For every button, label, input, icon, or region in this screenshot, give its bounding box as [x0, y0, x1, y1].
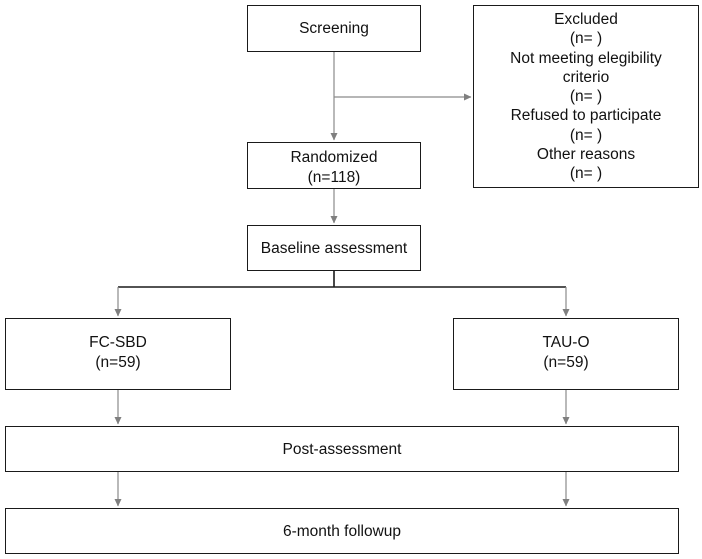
node-tau-o-label: TAU-O [542, 334, 590, 351]
excluded-reason-other: Other reasons [536, 146, 636, 164]
node-fc-sbd-count: (n=59) [95, 353, 141, 371]
node-excluded: Excluded (n= ) Not meeting elegibility c… [473, 5, 699, 188]
node-post-label: Post-assessment [282, 440, 402, 458]
excluded-other-count: (n= ) [569, 165, 603, 183]
excluded-reason-eligibility-cont: criterio [562, 68, 610, 86]
node-tau-o: TAU-O (n=59) [453, 318, 679, 390]
node-6-month-followup: 6-month followup [5, 508, 679, 554]
node-randomized: Randomized (n=118) [247, 142, 421, 189]
excluded-eligibility-count: (n= ) [569, 88, 603, 106]
node-fc-sbd: FC-SBD (n=59) [5, 318, 231, 390]
node-baseline-assessment: Baseline assessment [247, 225, 421, 271]
node-tau-o-count: (n=59) [543, 353, 589, 371]
node-randomized-count: (n=118) [307, 168, 361, 186]
excluded-title: Excluded [554, 11, 618, 28]
excluded-count: (n= ) [569, 30, 603, 48]
node-fc-sbd-label: FC-SBD [89, 334, 147, 351]
node-post-assessment: Post-assessment [5, 426, 679, 472]
excluded-reason-eligibility: Not meeting elegibility [510, 49, 662, 67]
node-baseline-label: Baseline assessment [260, 239, 408, 257]
excluded-refused-count: (n= ) [569, 126, 603, 144]
node-screening-label: Screening [299, 20, 369, 37]
node-followup-label: 6-month followup [282, 522, 402, 540]
node-randomized-label: Randomized [290, 149, 378, 166]
node-screening: Screening [247, 5, 421, 52]
excluded-reason-refused: Refused to participate [510, 107, 662, 125]
